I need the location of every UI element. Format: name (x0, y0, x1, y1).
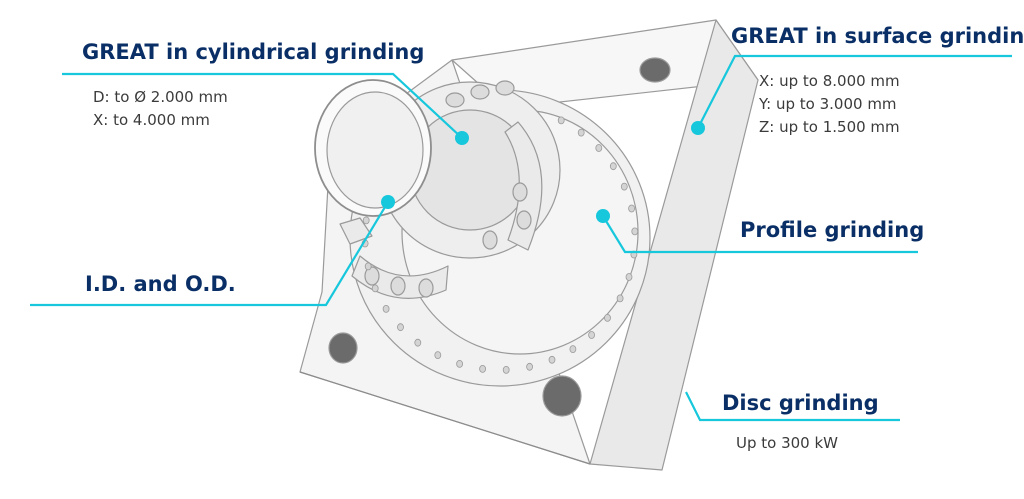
small-hole (516, 210, 532, 230)
cylindrical-grinding-title: GREAT in cylindrical grinding (82, 40, 425, 64)
cylinder-rim-inner (326, 91, 424, 209)
flange-hole (479, 364, 487, 373)
small-hole (470, 84, 490, 100)
flange-hole (625, 273, 633, 281)
bolt-hole-bottom-left (328, 332, 358, 364)
callout-dots (381, 121, 705, 223)
flange-hole (616, 294, 624, 303)
leader-surface (697, 54, 1012, 129)
machined-housing-illustration (299, 19, 759, 471)
small-hole (482, 230, 498, 250)
flange-hole (382, 304, 390, 313)
profile-grinding-title: Profile grinding (740, 218, 925, 242)
leader-disc (685, 391, 900, 422)
flange-hole (502, 365, 510, 374)
flange-hole (557, 116, 565, 125)
spec-line: Z: up to 1.500 mm (759, 118, 900, 136)
small-hole (418, 278, 434, 298)
flange-hole (456, 359, 464, 368)
flange-hole (588, 331, 595, 339)
spec-line: X: to 4.000 mm (93, 111, 210, 129)
small-hole (512, 182, 528, 202)
spec-line: Y: up to 3.000 mm (759, 95, 897, 113)
callout-dot-icon (381, 195, 395, 209)
small-hole (445, 92, 465, 108)
flange-hole (604, 313, 611, 322)
flange-hole (577, 128, 585, 137)
small-hole (364, 266, 380, 286)
id-od-title: I.D. and O.D. (85, 272, 236, 296)
flange-hole (434, 351, 442, 360)
spec-line: Up to 300 kW (736, 434, 839, 452)
small-hole (495, 80, 515, 96)
bolt-hole-top-right (639, 57, 671, 83)
flange-hole (569, 345, 577, 354)
callout-dot-icon (596, 209, 610, 223)
bolt-hole-bottom (542, 375, 582, 417)
spec-line: X: up to 8.000 mm (759, 72, 900, 90)
flange-hole (631, 227, 639, 236)
block-bottom-edge (299, 371, 591, 465)
surface-grinding-specs: X: up to 8.000 mm Y: up to 3.000 mm Z: u… (759, 70, 900, 139)
leader-id-od (30, 201, 389, 307)
disc-grinding-title: Disc grinding (722, 391, 879, 415)
block-side-face (589, 19, 759, 471)
flange-hole (362, 216, 370, 225)
flange-hole (526, 362, 533, 371)
flange-hole (548, 355, 556, 364)
pocket-left (339, 217, 373, 245)
flange-hole (371, 284, 379, 293)
flange-hole (595, 144, 603, 152)
spec-line: D: to Ø 2.000 mm (93, 88, 228, 106)
flange-hole (414, 338, 422, 347)
flange-hole (609, 162, 617, 171)
flange-hole (364, 262, 372, 271)
flange-hole (628, 204, 635, 213)
surface-grinding-title: GREAT in surface grinding (731, 24, 1024, 48)
small-hole (390, 276, 406, 296)
flange-hole (620, 182, 628, 191)
cylindrical-grinding-specs: D: to Ø 2.000 mm X: to 4.000 mm (93, 86, 228, 132)
callout-dot-icon (691, 121, 705, 135)
leader-cylindrical (62, 72, 463, 139)
leader-profile (602, 215, 918, 254)
disc-grinding-specs: Up to 300 kW (736, 432, 838, 455)
callout-dot-icon (455, 131, 469, 145)
flange-hole (397, 323, 404, 332)
leader-lines (30, 54, 1012, 422)
